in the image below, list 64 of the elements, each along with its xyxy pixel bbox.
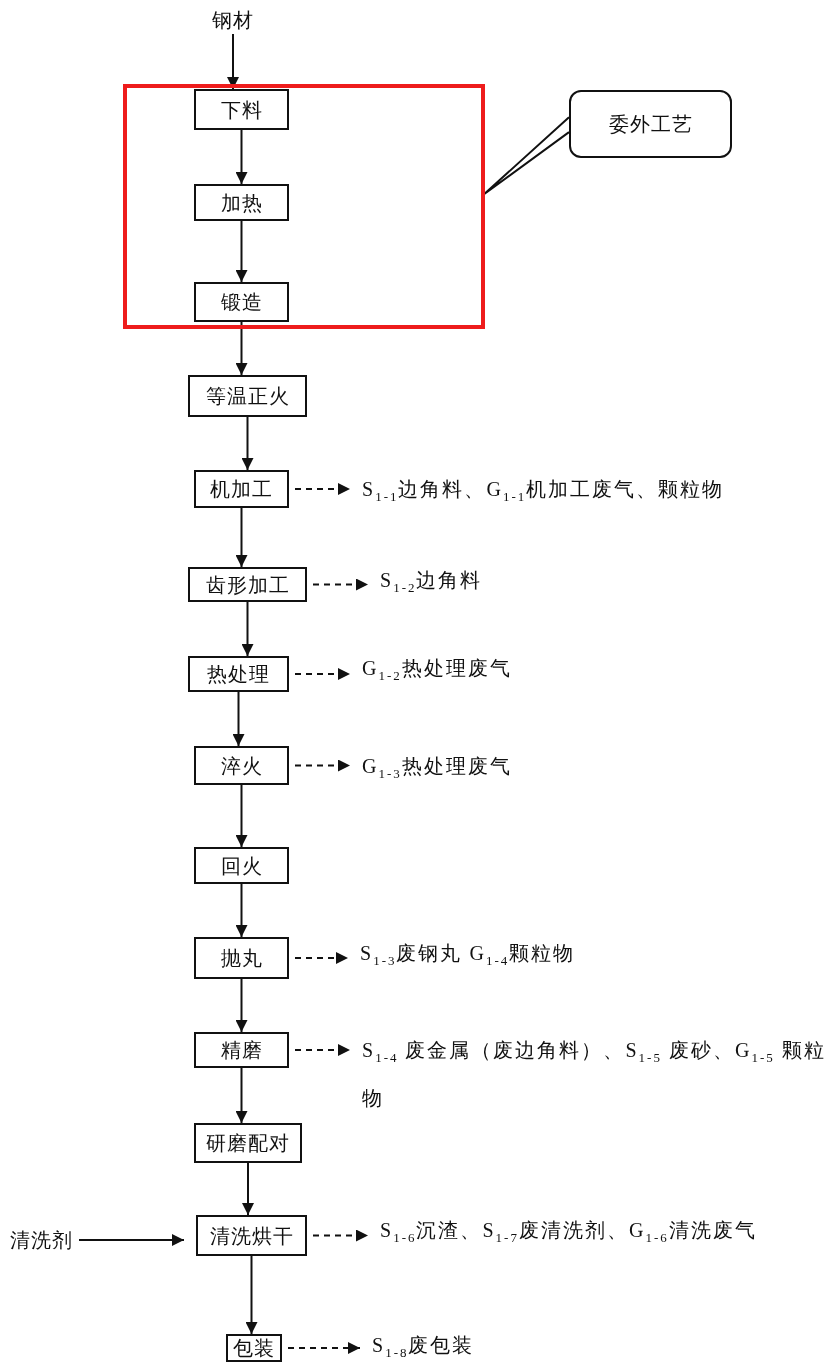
process-step-label: 精磨 — [220, 1038, 263, 1063]
process-step-label: 加热 — [220, 190, 263, 216]
arrow — [227, 33, 239, 90]
process-box — [226, 1334, 282, 1362]
process-step-label: 锻造 — [220, 290, 263, 315]
emission-label: S$_{1-1}$边角料、G$_{1-1}$机加工废气、颗粒物 — [362, 475, 725, 505]
arrow — [242, 1162, 254, 1216]
dashed-arrow — [312, 578, 369, 591]
process-box — [194, 937, 289, 979]
process-box — [188, 656, 289, 692]
emission-label: S$_{1-6}$沉渣、S$_{1-7}$废清洗剂、G$_{1-6}$清洗废气 — [380, 1216, 757, 1246]
arrow — [241, 416, 254, 471]
process-box — [194, 470, 289, 508]
process-box — [194, 89, 289, 130]
process-box — [194, 184, 289, 221]
process-step-label: 抛丸 — [220, 946, 263, 971]
process-step-label: 齿形加工 — [205, 572, 290, 598]
dashed-arrow — [294, 1044, 351, 1056]
process-step-label: 下料 — [220, 97, 263, 123]
emission-label: S$_{1-3}$废钢丸 G$_{1-4}$颗粒物 — [360, 939, 576, 969]
dashed-arrow — [294, 483, 351, 495]
emission-label: G$_{1-2}$热处理废气 — [362, 654, 512, 684]
process-box — [194, 746, 289, 785]
arrow — [235, 978, 248, 1033]
process-box — [194, 1123, 302, 1163]
process-box — [194, 847, 289, 884]
process-step-label: 热处理 — [207, 662, 270, 687]
process-step-label: 淬火 — [220, 753, 263, 779]
emission-label: S$_{1-2}$边角料 — [380, 566, 483, 596]
material-label: 清洗剂 — [10, 1226, 73, 1254]
process-step-label: 清洗烘干 — [209, 1223, 294, 1249]
process-step-label: 等温正火 — [205, 384, 290, 409]
arrow — [235, 220, 248, 283]
process-step-label: 包装 — [233, 1336, 275, 1361]
callout-text: 委外工艺 — [608, 112, 693, 137]
process-box — [194, 282, 289, 322]
process-step-label: 机加工 — [210, 477, 273, 502]
dashed-arrow — [312, 1229, 369, 1242]
dashed-arrow — [294, 952, 349, 964]
arrow — [78, 1234, 185, 1246]
dashed-arrow — [294, 759, 351, 772]
arrow — [232, 691, 245, 747]
dashed-arrow — [294, 668, 351, 680]
arrow — [235, 784, 248, 848]
arrow — [245, 1255, 258, 1335]
dashed-arrow — [287, 1342, 361, 1354]
process-box — [196, 1215, 307, 1256]
arrow — [235, 1067, 248, 1124]
process-box — [188, 567, 307, 602]
material-label: 钢材 — [212, 6, 254, 34]
emission-label: G$_{1-3}$热处理废气 — [362, 752, 512, 782]
callout-bubble — [569, 90, 732, 158]
process-box — [194, 1032, 289, 1068]
arrow — [235, 321, 248, 376]
arrow — [235, 883, 248, 938]
arrow — [235, 129, 248, 185]
process-step-label: 研磨配对 — [206, 1131, 290, 1156]
arrow — [241, 601, 254, 657]
emission-label: S$_{1-4}$ 废金属（废边角料）、S$_{1-5}$ 废砂、G$_{1-5}$ 颗粒物 — [362, 1026, 830, 1122]
outsourced-process-frame — [123, 84, 485, 329]
process-box — [188, 375, 307, 417]
process-step-label: 回火 — [220, 853, 263, 879]
emission-label: S$_{1-8}$废包装 — [372, 1331, 475, 1361]
arrow — [235, 507, 248, 568]
